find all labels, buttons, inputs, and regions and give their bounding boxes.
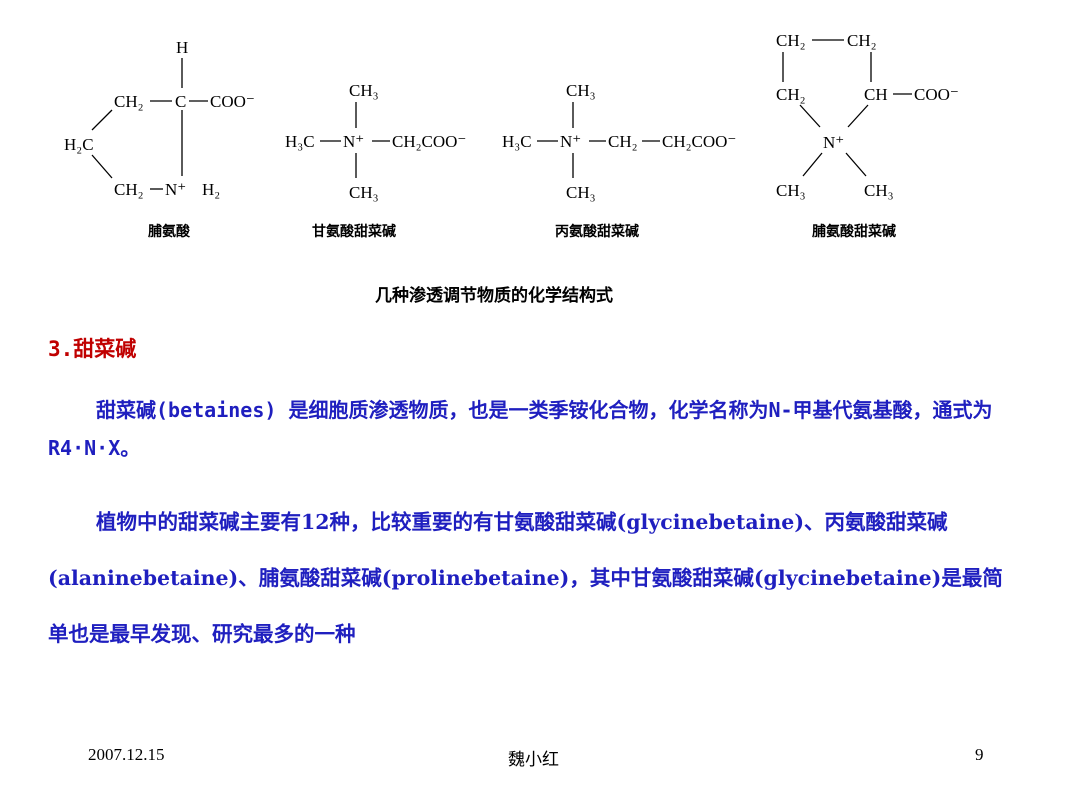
paragraph-betaines-definition: 甜菜碱(betaines) 是细胞质渗透物质，也是一类季铵化合物，化学名称为N-… <box>48 391 1008 467</box>
atom-n-plus: N⁺ <box>165 180 186 199</box>
atom-h2: H₂ <box>202 180 220 199</box>
paragraph-2-text: 植物中的甜菜碱主要有12种，比较重要的有甘氨酸甜菜碱(glycinebetain… <box>48 510 1003 646</box>
figure-caption: 几种渗透调节物质的化学结构式 <box>0 281 1080 306</box>
structures-drawing: H CH₂ C COO⁻ H₂C CH₂ N⁺ H₂ 脯氨酸 CH₃ H₃C N… <box>64 31 959 240</box>
section-heading: 3.甜菜碱 <box>48 337 137 361</box>
footer-date: 2007.12.15 <box>88 745 165 764</box>
atom-h2c: H₂C <box>64 135 94 154</box>
atom-ch2-bottom: CH₂ <box>114 180 144 199</box>
atom-coo: COO⁻ <box>914 85 959 104</box>
structure-alanine-betaine: CH₃ H₃C N⁺ CH₂ CH₂COO⁻ CH₃ 丙氨酸甜菜碱 <box>502 81 736 240</box>
atom-n-plus: N⁺ <box>343 132 364 151</box>
footer-author: 魏小红 <box>508 750 559 770</box>
figure-caption-text: 几种渗透调节物质的化学结构式 <box>375 286 613 306</box>
atom-ch3-top: CH₃ <box>566 81 596 100</box>
paragraph-1-text: 甜菜碱(betaines) 是细胞质渗透物质，也是一类季铵化合物，化学名称为N-… <box>48 398 993 460</box>
atom-ch2coo: CH₂COO⁻ <box>662 132 736 151</box>
atom-coo: COO⁻ <box>210 92 255 111</box>
structure-glycine-betaine: CH₃ H₃C N⁺ CH₂COO⁻ CH₃ 甘氨酸甜菜碱 <box>285 81 466 240</box>
atom-ch3-bottom: CH₃ <box>349 183 379 202</box>
atom-c-alpha: C <box>175 92 186 111</box>
atom-ch2: CH₂ <box>608 132 638 151</box>
chemical-structures-figure: H CH₂ C COO⁻ H₂C CH₂ N⁺ H₂ 脯氨酸 CH₃ H₃C N… <box>0 0 1080 260</box>
atom-h: H <box>176 38 188 57</box>
atom-ch3-bottom: CH₃ <box>566 183 596 202</box>
structure-proline: H CH₂ C COO⁻ H₂C CH₂ N⁺ H₂ 脯氨酸 <box>64 38 255 240</box>
atom-ch2-top: CH₂ <box>114 92 144 111</box>
paragraph-betaine-types: 植物中的甜菜碱主要有12种，比较重要的有甘氨酸甜菜碱(glycinebetain… <box>48 494 1008 662</box>
atom-ch2coo: CH₂COO⁻ <box>392 132 466 151</box>
structure-name-alanine-betaine: 丙氨酸甜菜碱 <box>555 223 639 240</box>
structure-name-proline: 脯氨酸 <box>148 223 191 240</box>
atom-ch3-top: CH₃ <box>349 81 379 100</box>
atom-ch3-right: CH₃ <box>864 181 894 200</box>
atom-ch3-left: CH₃ <box>776 181 806 200</box>
structure-proline-betaine: CH₂ CH₂ CH₂ CH COO⁻ N⁺ CH₃ CH₃ 脯氨酸甜菜碱 <box>776 31 959 240</box>
atom-n-plus: N⁺ <box>823 133 844 152</box>
atom-ch2-top-right: CH₂ <box>847 31 877 50</box>
atom-n-plus: N⁺ <box>560 132 581 151</box>
atom-ch2-top-left: CH₂ <box>776 31 806 50</box>
atom-h3c: H₃C <box>502 132 532 151</box>
structure-name-glycine-betaine: 甘氨酸甜菜碱 <box>312 223 396 240</box>
atom-h3c: H₃C <box>285 132 315 151</box>
atom-ch2-middle-left: CH₂ <box>776 85 806 104</box>
structure-name-proline-betaine: 脯氨酸甜菜碱 <box>812 223 896 240</box>
page-number: 9 <box>975 745 984 764</box>
atom-ch: CH <box>864 85 888 104</box>
